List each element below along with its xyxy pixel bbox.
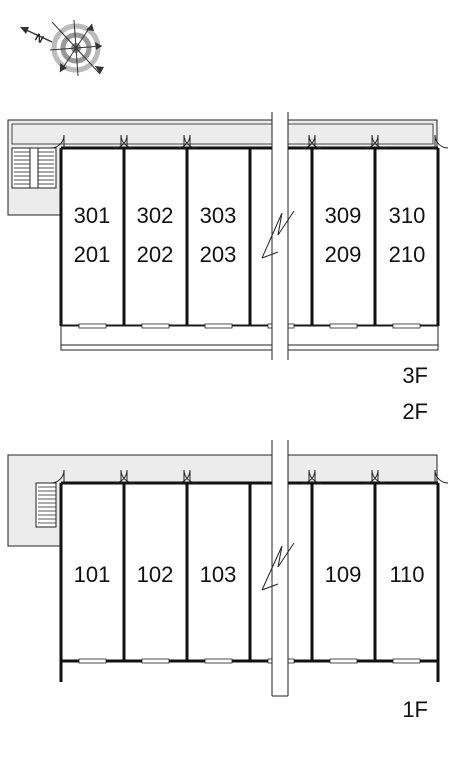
stairs-icon bbox=[35, 482, 57, 528]
door-icon bbox=[50, 134, 65, 149]
window-icon bbox=[392, 323, 421, 329]
door-icon bbox=[364, 469, 379, 484]
unit-label: 302 bbox=[137, 203, 174, 228]
window-icon bbox=[329, 323, 358, 329]
upper-floor-block bbox=[7, 112, 449, 360]
unit-label: 209 bbox=[325, 242, 362, 267]
unit-label: 210 bbox=[389, 242, 426, 267]
door-icon bbox=[301, 134, 316, 149]
compass-icon: N bbox=[20, 19, 104, 77]
unit-label: 101 bbox=[74, 562, 111, 587]
unit-label: 109 bbox=[325, 562, 362, 587]
unit-label: 203 bbox=[200, 242, 237, 267]
unit-label: 309 bbox=[325, 203, 362, 228]
unit-label: 301 bbox=[74, 203, 111, 228]
unit-label: 310 bbox=[389, 203, 426, 228]
window-icon bbox=[141, 323, 170, 329]
window-icon bbox=[78, 323, 107, 329]
door-icon bbox=[113, 134, 128, 149]
window-icon bbox=[78, 658, 107, 664]
floor-label: 3F bbox=[402, 363, 428, 388]
door-icon bbox=[113, 469, 128, 484]
window-icon bbox=[204, 323, 233, 329]
unit-label: 102 bbox=[137, 562, 174, 587]
stairs-icon bbox=[11, 147, 57, 189]
door-icon bbox=[50, 469, 65, 484]
window-icon bbox=[329, 658, 358, 664]
unit-label: 103 bbox=[200, 562, 237, 587]
window-icon bbox=[204, 658, 233, 664]
unit-label: 303 bbox=[200, 203, 237, 228]
door-icon bbox=[301, 469, 316, 484]
floor-label: 1F bbox=[402, 697, 428, 722]
door-icon bbox=[434, 469, 449, 484]
door-icon bbox=[364, 134, 379, 149]
unit-label: 201 bbox=[74, 242, 111, 267]
lower-floor-block bbox=[7, 440, 449, 697]
door-icon bbox=[176, 469, 191, 484]
floor-label: 2F bbox=[402, 399, 428, 424]
unit-label: 110 bbox=[389, 562, 424, 587]
unit-label: 202 bbox=[137, 242, 174, 267]
window-icon bbox=[392, 658, 421, 664]
window-icon bbox=[141, 658, 170, 664]
door-icon bbox=[434, 134, 449, 149]
door-icon bbox=[176, 134, 191, 149]
